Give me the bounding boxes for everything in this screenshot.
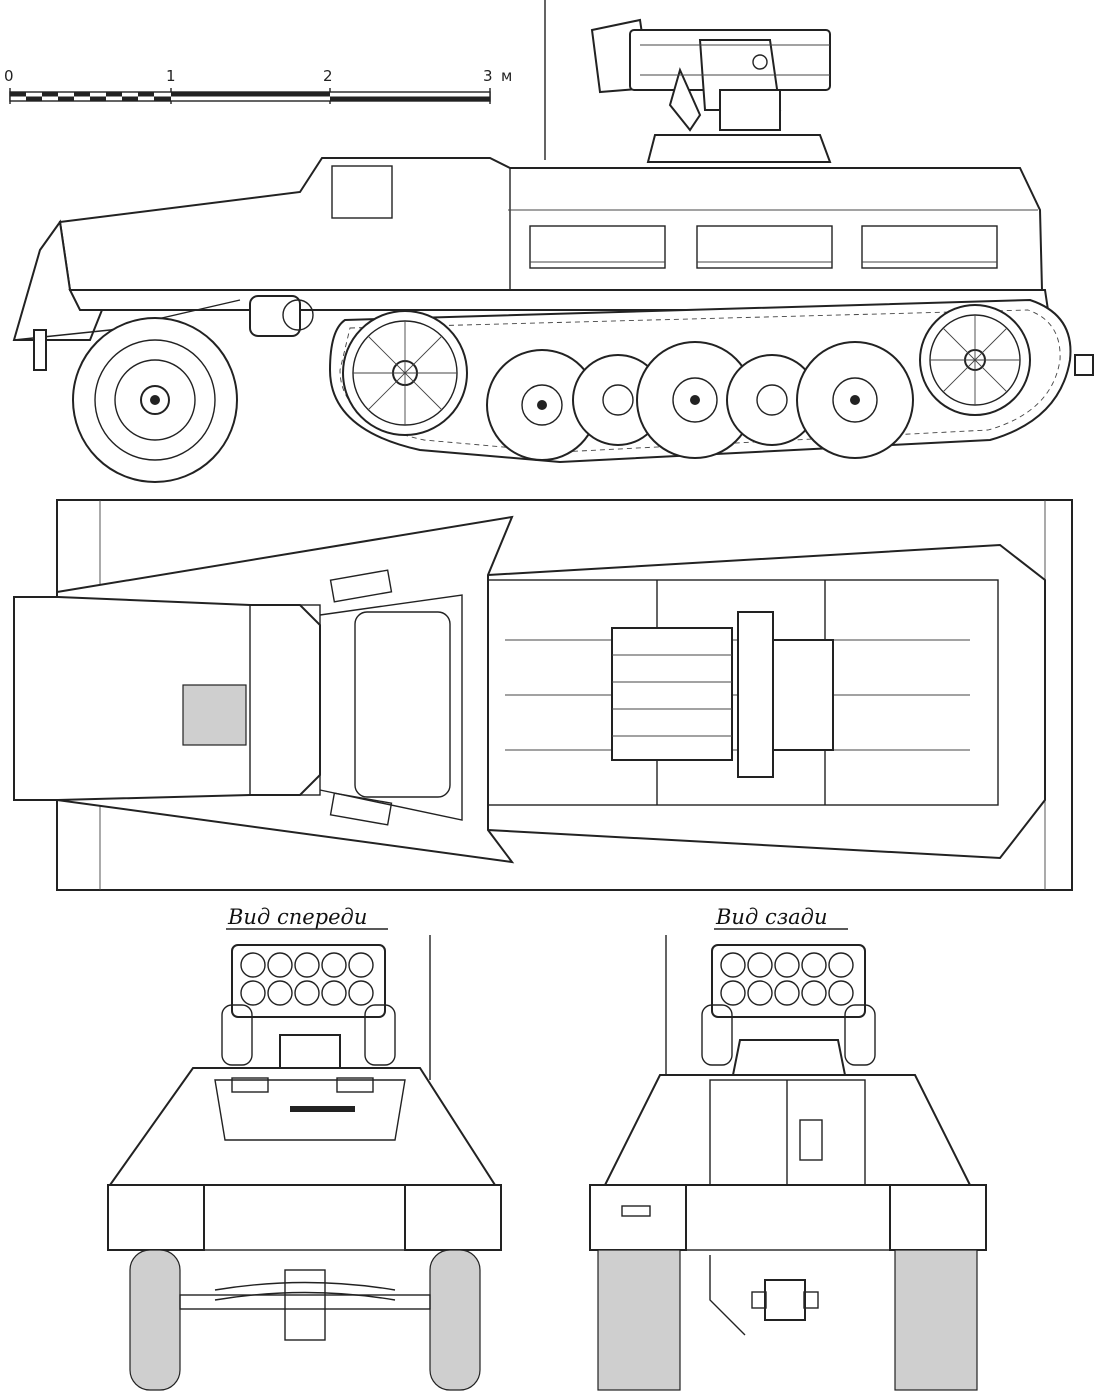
scale-unit-label: м bbox=[501, 67, 512, 85]
scale-tick-label-0: 0 bbox=[4, 67, 14, 85]
right-rear-track bbox=[894, 1249, 978, 1391]
road-wheels bbox=[486, 341, 914, 461]
hull-side bbox=[58, 157, 1044, 291]
rocket-rack-top bbox=[611, 611, 834, 778]
front-hull bbox=[108, 1067, 497, 1186]
right-fender bbox=[404, 1184, 502, 1251]
hood-top bbox=[13, 596, 321, 801]
stowage-box bbox=[696, 225, 833, 269]
stowage-box bbox=[529, 225, 666, 269]
top-view bbox=[13, 499, 1073, 891]
right-rear-fender bbox=[889, 1184, 987, 1251]
left-rear-fender bbox=[589, 1184, 687, 1251]
scale-tick-label-1: 1 bbox=[166, 67, 176, 85]
radiator-grille bbox=[182, 684, 247, 746]
front-view bbox=[107, 935, 502, 1391]
tow-hitch bbox=[764, 1279, 806, 1321]
left-rear-track bbox=[597, 1249, 681, 1391]
drive-sprocket bbox=[342, 310, 468, 436]
right-front-tire bbox=[429, 1249, 481, 1391]
left-fender bbox=[107, 1184, 205, 1251]
side-view bbox=[12, 0, 1094, 483]
stowage-box bbox=[861, 225, 998, 269]
rear-view-title: Вид сзади bbox=[715, 905, 828, 929]
rocket-launcher-side bbox=[590, 18, 832, 163]
front-wheel bbox=[72, 317, 238, 483]
scale-tick-label-2: 2 bbox=[323, 67, 333, 85]
front-view-title: Вид спереди bbox=[227, 905, 367, 929]
left-front-tire bbox=[129, 1249, 181, 1391]
idler-wheel bbox=[919, 304, 1031, 416]
scale-bar: 0 1 2 3 м bbox=[4, 67, 512, 104]
scale-tick-label-3: 3 bbox=[483, 67, 493, 85]
rear-view bbox=[589, 935, 987, 1391]
cab-hatch bbox=[331, 165, 393, 219]
